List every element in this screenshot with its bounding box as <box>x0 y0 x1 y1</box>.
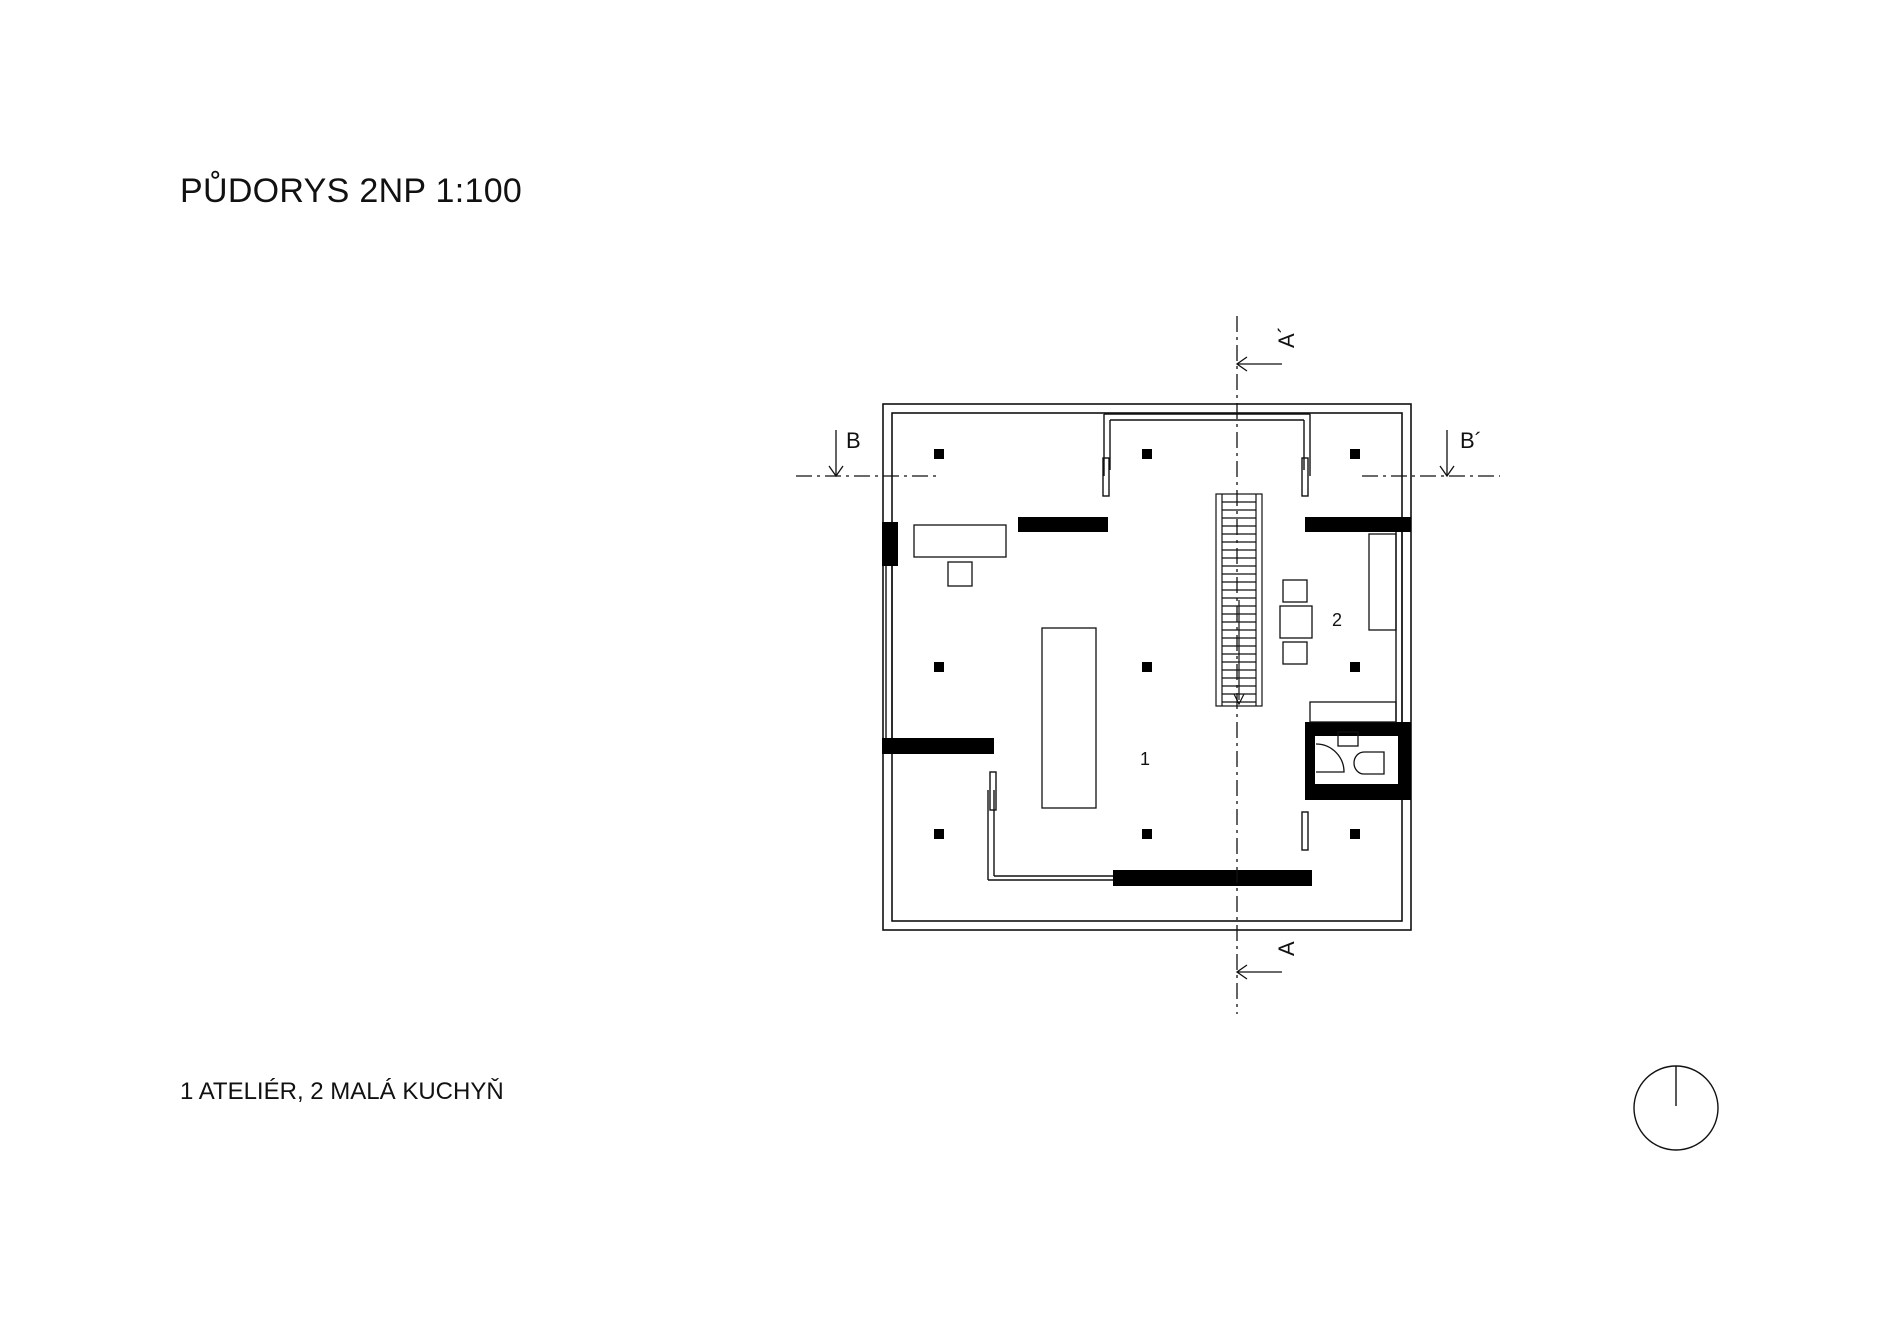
column <box>1350 829 1360 839</box>
wall-wc-top <box>1305 722 1411 736</box>
section-label-a: A <box>1274 941 1299 956</box>
section-label-a-prime: A´ <box>1274 326 1299 348</box>
wall-wc-left <box>1305 722 1315 798</box>
column <box>934 449 944 459</box>
wall-top-left <box>1018 517 1108 532</box>
wall-left-upper <box>882 522 898 566</box>
wall-left-lower <box>882 738 994 754</box>
column <box>934 829 944 839</box>
section-label-b: B <box>846 428 861 453</box>
columns <box>934 449 1360 839</box>
walls <box>882 517 1411 886</box>
desk <box>913 524 1007 558</box>
room-legend: 1 ATELIÉR, 2 MALÁ KUCHYŇ <box>180 1078 504 1105</box>
north-arrow-icon <box>1633 1065 1719 1151</box>
chair <box>947 561 973 587</box>
wall-bottom <box>1113 870 1312 886</box>
column <box>934 662 944 672</box>
wall-wc-bottom <box>1305 784 1411 800</box>
stool <box>1282 641 1308 665</box>
cabinet <box>1309 701 1397 723</box>
washbasin <box>1337 731 1359 747</box>
drawing-title: PŮDORYS 2NP 1:100 <box>180 172 523 210</box>
wall-top-right <box>1305 517 1411 532</box>
window-jambs <box>989 457 1309 851</box>
room-number-kitchen: 2 <box>1332 610 1342 630</box>
column <box>1350 662 1360 672</box>
column <box>1350 449 1360 459</box>
stool <box>1282 579 1308 603</box>
column <box>1142 829 1152 839</box>
section-lines <box>796 316 1500 1014</box>
column <box>1142 662 1152 672</box>
section-label-b-prime: B´ <box>1460 428 1482 453</box>
toilet <box>1353 751 1385 775</box>
room-number-atelier: 1 <box>1140 749 1150 769</box>
section-arrows <box>828 356 1455 980</box>
work-table <box>1041 627 1097 809</box>
kitchen-counter <box>1368 533 1397 631</box>
column <box>1142 449 1152 459</box>
staircase <box>1215 493 1263 707</box>
glazing-lines <box>885 413 1403 881</box>
furniture <box>913 524 1397 809</box>
door-swing <box>1315 743 1345 773</box>
kitchen-table <box>1279 605 1313 639</box>
